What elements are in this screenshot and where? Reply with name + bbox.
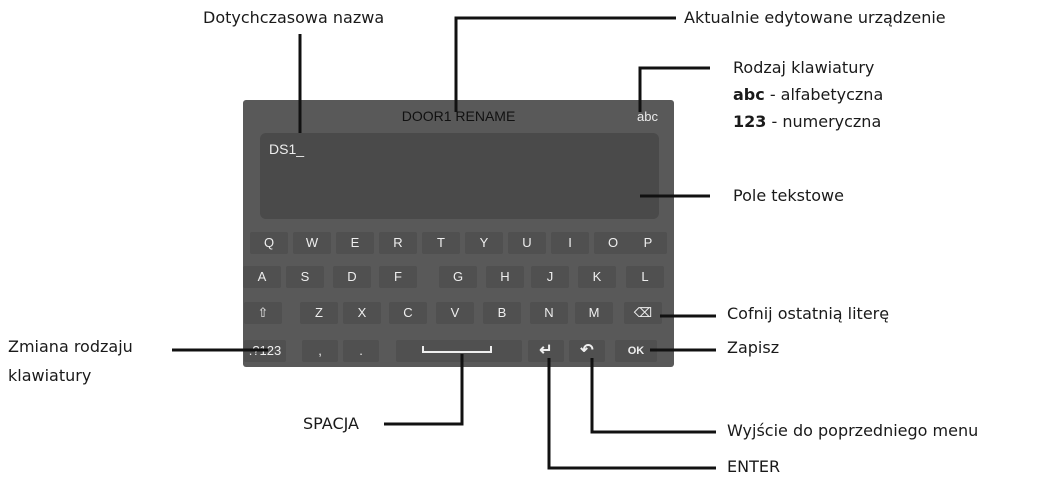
label-save: Zapisz bbox=[727, 338, 780, 357]
key-r[interactable]: R bbox=[379, 232, 417, 254]
space-icon bbox=[422, 346, 492, 353]
label-abc-bold: abc bbox=[733, 85, 765, 104]
device-screen: DOOR1 RENAME abc DS1_ Q W E R T Y U I O … bbox=[243, 100, 674, 367]
keyboard-type-indicator[interactable]: abc bbox=[637, 109, 658, 124]
line-space bbox=[384, 354, 464, 426]
screen-title: DOOR1 RENAME bbox=[401, 108, 516, 124]
key-e[interactable]: E bbox=[336, 232, 374, 254]
key-x[interactable]: X bbox=[343, 302, 381, 324]
key-o[interactable]: O bbox=[594, 232, 632, 254]
key-shift[interactable]: ⇧ bbox=[244, 302, 282, 324]
key-backspace[interactable]: ⌫ bbox=[624, 302, 662, 324]
label-mode-switch-line1: Zmiana rodzaju bbox=[8, 337, 133, 356]
label-keyboard-type-title: Rodzaj klawiatury bbox=[733, 58, 875, 77]
key-y[interactable]: Y bbox=[465, 232, 503, 254]
key-z[interactable]: Z bbox=[300, 302, 338, 324]
label-exit: Wyjście do poprzedniego menu bbox=[727, 421, 979, 440]
key-s[interactable]: S bbox=[286, 266, 324, 288]
key-p[interactable]: P bbox=[629, 232, 667, 254]
key-space[interactable] bbox=[396, 340, 522, 362]
label-keyboard-abc: abc - alfabetyczna bbox=[733, 85, 883, 104]
key-k[interactable]: K bbox=[578, 266, 616, 288]
key-back[interactable]: ↶ bbox=[569, 340, 605, 362]
back-icon: ↶ bbox=[580, 342, 594, 359]
key-b[interactable]: B bbox=[483, 302, 521, 324]
label-space: SPACJA bbox=[303, 414, 359, 433]
key-m[interactable]: M bbox=[575, 302, 613, 324]
text-field[interactable]: DS1_ bbox=[260, 133, 659, 219]
key-h[interactable]: H bbox=[486, 266, 524, 288]
key-c[interactable]: C bbox=[389, 302, 427, 324]
label-text-field: Pole tekstowe bbox=[733, 186, 844, 205]
shift-icon: ⇧ bbox=[257, 305, 269, 320]
key-l[interactable]: L bbox=[626, 266, 664, 288]
label-edited-device: Aktualnie edytowane urządzenie bbox=[684, 8, 946, 27]
key-n[interactable]: N bbox=[530, 302, 568, 324]
label-123-desc: - numeryczna bbox=[766, 112, 882, 131]
key-t[interactable]: T bbox=[422, 232, 460, 254]
enter-icon: ↵ bbox=[539, 342, 553, 359]
key-comma[interactable]: , bbox=[302, 340, 338, 362]
line-exit bbox=[590, 358, 716, 434]
label-backspace: Cofnij ostatnią literę bbox=[727, 304, 890, 323]
key-a[interactable]: A bbox=[243, 266, 281, 288]
key-v[interactable]: V bbox=[436, 302, 474, 324]
label-123-bold: 123 bbox=[733, 112, 767, 131]
key-g[interactable]: G bbox=[439, 266, 477, 288]
key-j[interactable]: J bbox=[531, 266, 569, 288]
line-enter bbox=[547, 358, 716, 470]
key-period[interactable]: . bbox=[343, 340, 379, 362]
label-previous-name: Dotychczasowa nazwa bbox=[203, 8, 385, 27]
key-q[interactable]: Q bbox=[250, 232, 288, 254]
label-enter: ENTER bbox=[727, 457, 781, 476]
text-field-value: DS1_ bbox=[269, 141, 305, 157]
key-ok[interactable]: OK bbox=[615, 340, 657, 362]
label-keyboard-123: 123 - numeryczna bbox=[733, 112, 881, 131]
key-d[interactable]: D bbox=[333, 266, 371, 288]
label-mode-switch-line2: klawiatury bbox=[8, 366, 92, 385]
key-i[interactable]: I bbox=[551, 232, 589, 254]
line-keyboard-type bbox=[638, 66, 710, 112]
backspace-icon: ⌫ bbox=[633, 305, 653, 320]
label-abc-desc: - alfabetyczna bbox=[764, 85, 884, 104]
key-w[interactable]: W bbox=[293, 232, 331, 254]
key-u[interactable]: U bbox=[508, 232, 546, 254]
key-enter[interactable]: ↵ bbox=[528, 340, 564, 362]
line-edited-device bbox=[454, 16, 676, 112]
key-f[interactable]: F bbox=[379, 266, 417, 288]
